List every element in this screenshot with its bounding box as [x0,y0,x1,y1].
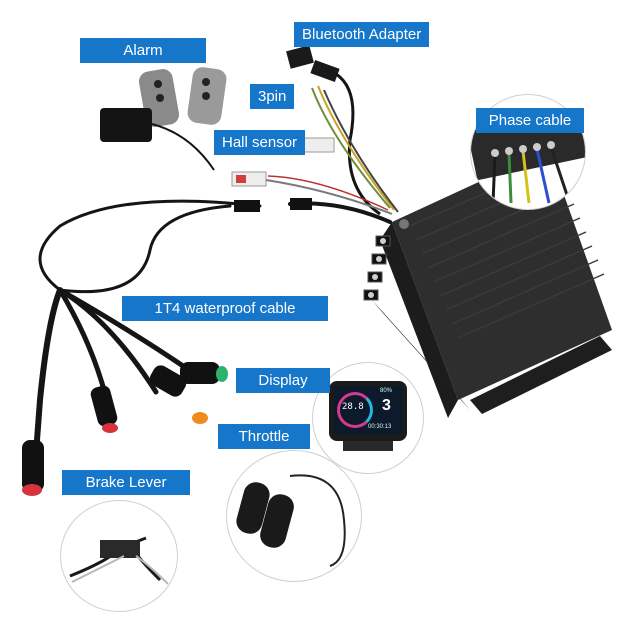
label-display: Display [236,368,330,393]
display-inset: 28.8 80% 3 00:30:13 [312,362,424,474]
display-mount [343,441,393,451]
cable-connector [234,200,260,212]
gear-readout: 3 [382,397,391,414]
throttle-inset [226,450,362,582]
harness-connectors [22,362,228,496]
label-3pin: 3pin [250,84,295,109]
brake-lever-inset [60,500,178,612]
speed-gauge-icon [337,392,373,428]
display-screen: 28.8 80% 3 00:30:13 [334,386,402,434]
display-unit: 28.8 80% 3 00:30:13 [329,381,407,441]
three-pin-wires [311,85,399,213]
hall-sensor-connector [231,137,393,215]
clock-readout: 00:30:13 [368,424,392,430]
label-brake-lever: Brake Lever [62,470,190,495]
speed-readout: 28.8 [342,402,364,412]
waterproof-harness [31,199,392,483]
label-phase-cable: Phase cable [476,108,584,133]
bluetooth-adapter [286,45,381,216]
label-alarm: Alarm [80,38,206,63]
battery-readout: 80% [380,388,393,394]
label-hall-sensor: Hall sensor [214,130,306,155]
controller-box [363,150,612,418]
label-waterproof-cable: 1T4 waterproof cable [122,296,328,321]
label-bluetooth-adapter: Bluetooth Adapter [294,22,430,47]
label-throttle: Throttle [218,424,310,449]
alarm-remotes [100,67,227,171]
